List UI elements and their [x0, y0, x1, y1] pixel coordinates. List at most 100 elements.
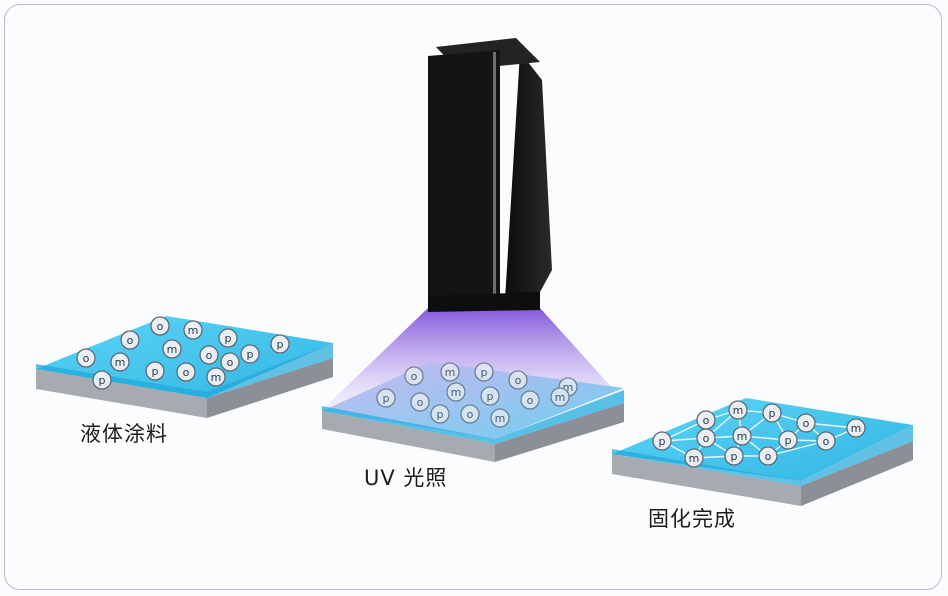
uv-molecule-label: o: [417, 396, 424, 409]
caption-uv-irradiation: UV 光照: [364, 466, 448, 490]
liquid-molecule-label: m: [188, 324, 199, 337]
liquid-molecule: p: [92, 370, 112, 390]
liquid-molecule-label: p: [277, 338, 284, 351]
cured-molecule-label: o: [703, 414, 710, 427]
cured-molecule-label: p: [769, 407, 776, 420]
cured-molecule: p: [652, 431, 672, 451]
uv-molecule-label: m: [555, 391, 566, 404]
uv-molecule-label: p: [383, 392, 390, 405]
plate-liquid-side-left: [36, 369, 207, 418]
liquid-molecule-label: m: [115, 356, 126, 369]
liquid-molecule: p: [240, 344, 260, 364]
image-frame: [4, 4, 942, 590]
liquid-molecule: m: [162, 339, 182, 359]
cured-molecule-label: o: [803, 417, 810, 430]
liquid-molecule: o: [199, 345, 219, 365]
uv-molecule-label: o: [467, 408, 474, 421]
uv-molecule-label: p: [481, 366, 488, 379]
cured-molecule: m: [728, 400, 748, 420]
uv-molecule: p: [474, 362, 494, 382]
plate-liquid-top-edge: [36, 343, 333, 398]
liquid-molecule-label: m: [211, 371, 222, 384]
uv-lamp-front: [428, 50, 500, 306]
cured-molecule-label: m: [737, 430, 748, 443]
liquid-molecule-label: o: [227, 356, 234, 369]
uv-molecule: o: [508, 370, 528, 390]
cured-molecule: o: [816, 431, 836, 451]
plate-cured-side-left: [612, 454, 801, 506]
cured-molecule-label: o: [765, 450, 772, 463]
uv-molecule: o: [404, 366, 424, 386]
liquid-molecule: m: [183, 320, 203, 340]
uv-molecule: p: [376, 388, 396, 408]
uv-molecule: p: [430, 404, 450, 424]
uv-lamp-side: [505, 52, 552, 300]
plate-uv-side-left: [322, 411, 495, 462]
uv-lamp-base: [428, 292, 540, 312]
uv-lamp: [428, 38, 552, 312]
uv-molecule: o: [460, 404, 480, 424]
cured-molecule: o: [796, 413, 816, 433]
liquid-molecule: o: [120, 330, 140, 350]
cured-molecule: o: [696, 410, 716, 430]
liquid-molecule: p: [270, 334, 290, 354]
uv-molecule-label: m: [445, 366, 456, 379]
uv-molecule-label: p: [487, 390, 494, 403]
liquid-molecule-label: p: [247, 348, 254, 361]
cured-molecule-label: o: [703, 432, 710, 445]
uv-molecule: m: [440, 362, 460, 382]
liquid-molecule-label: p: [99, 374, 106, 387]
cured-molecule: o: [696, 428, 716, 448]
cured-molecule-label: p: [659, 435, 666, 448]
plate-uv-top-edge: [322, 390, 624, 444]
plate-uv-side-right: [495, 403, 624, 462]
plate-liquid-side-right: [207, 358, 333, 418]
caption-curing-complete: 固化完成: [648, 507, 736, 531]
uv-molecule: m: [446, 382, 466, 402]
uv-molecule-label: m: [563, 381, 574, 394]
uv-molecule: m: [490, 408, 510, 428]
liquid-molecule: p: [145, 361, 165, 381]
liquid-molecule-label: o: [83, 352, 90, 365]
liquid-molecule: o: [176, 362, 196, 382]
cured-molecule: p: [778, 430, 798, 450]
cured-molecule-label: m: [733, 404, 744, 417]
liquid-molecule-label: p: [152, 365, 159, 378]
uv-molecule: p: [480, 386, 500, 406]
cured-molecule: m: [732, 426, 752, 446]
liquid-molecule: p: [218, 328, 238, 348]
liquid-molecule: o: [220, 352, 240, 372]
uv-molecule-label: o: [515, 374, 522, 387]
liquid-molecule-label: m: [167, 343, 178, 356]
liquid-molecule: m: [110, 352, 130, 372]
uv-molecule: o: [410, 392, 430, 412]
cured-molecule-label: p: [785, 434, 792, 447]
liquid-molecule-label: o: [157, 320, 164, 333]
liquid-molecule-label: o: [183, 366, 190, 379]
cured-molecule: m: [846, 418, 866, 438]
cured-molecule: p: [762, 403, 782, 423]
liquid-molecule: m: [206, 367, 226, 387]
crosslink-line: [767, 440, 827, 457]
plate-uv-top: [322, 362, 624, 439]
cured-molecule: p: [724, 446, 744, 466]
uv-lamp-edge-highlight: [493, 52, 496, 306]
uv-molecule-label: o: [411, 370, 418, 383]
cured-molecule-label: p: [731, 450, 738, 463]
cured-molecule-label: m: [851, 422, 862, 435]
liquid-molecule-label: o: [206, 349, 213, 362]
uv-molecule: o: [520, 390, 540, 410]
liquid-molecule: o: [150, 316, 170, 336]
caption-liquid-coating: 液体涂料: [80, 422, 168, 446]
plate-cured-top-edge: [612, 425, 913, 486]
uv-molecule-label: p: [437, 408, 444, 421]
cured-molecule: o: [758, 446, 778, 466]
liquid-molecule-label: o: [127, 334, 134, 347]
